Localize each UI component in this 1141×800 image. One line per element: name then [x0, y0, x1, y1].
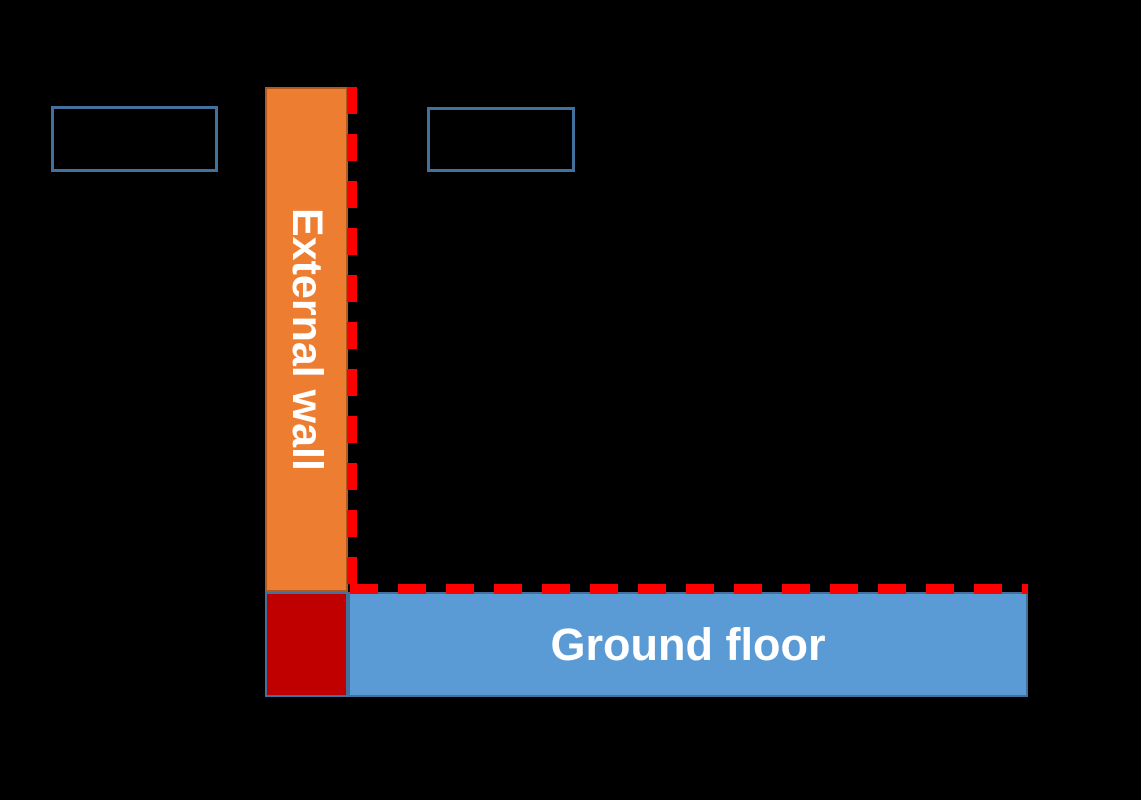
dashed-line-vertical	[347, 87, 357, 591]
legend-box-right	[427, 107, 575, 172]
thermal-bridge-block	[265, 592, 348, 697]
ground-floor-shape: Ground floor	[348, 592, 1028, 697]
external-wall-label: External wall	[283, 208, 331, 471]
ground-floor-label: Ground floor	[550, 619, 826, 670]
external-wall-shape: External wall	[265, 87, 348, 592]
dashed-line-horizontal	[350, 584, 1028, 594]
legend-box-left	[51, 106, 218, 172]
